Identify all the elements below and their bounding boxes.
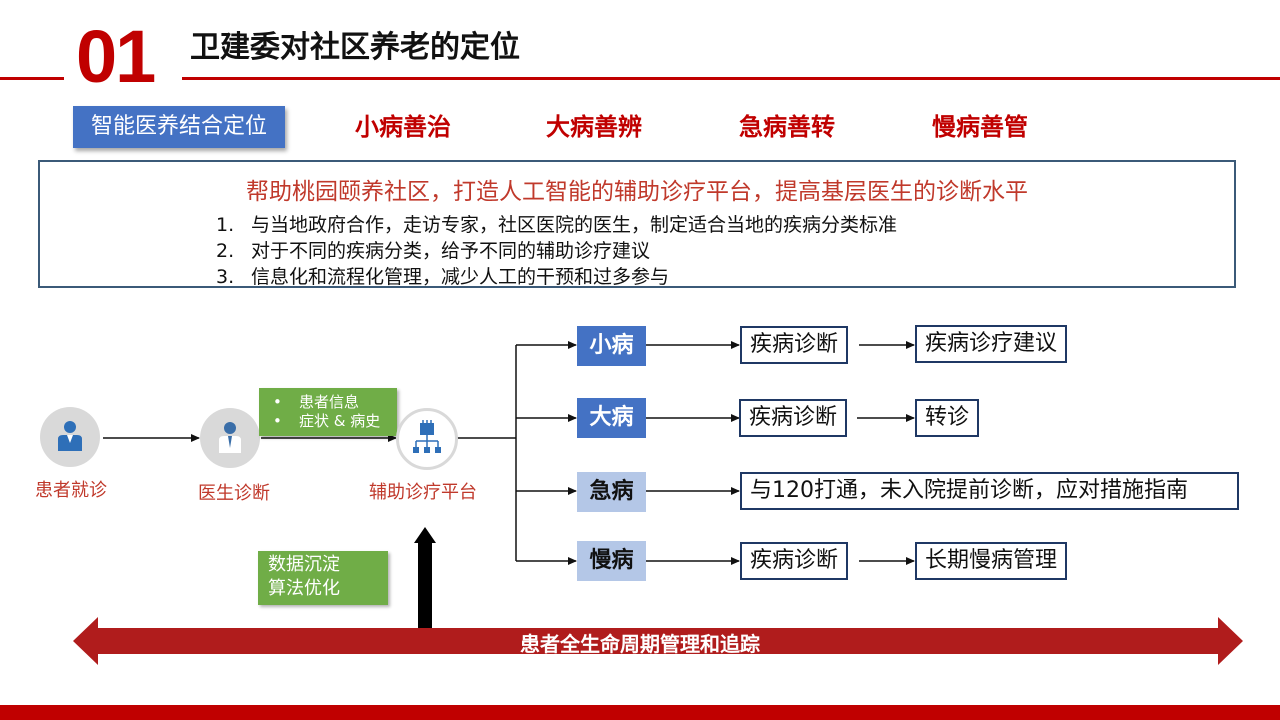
goal-item: 3. 信息化和流程化管理，减少人工的干预和过多参与 (216, 264, 897, 290)
goal-item: 1. 与当地政府合作，走访专家，社区医院的医生，制定适合当地的疾病分类标准 (216, 212, 897, 238)
goal-item-text: 信息化和流程化管理，减少人工的干预和过多参与 (251, 266, 670, 288)
lifecycle-banner-label: 患者全生命周期管理和追踪 (520, 632, 760, 656)
header-line-right (182, 77, 1280, 80)
acute-emergency-box: 与120打通，未入院提前诊断，应对措施指南 (740, 472, 1239, 510)
goal-item-text: 对于不同的疾病分类，给予不同的辅助诊疗建议 (251, 240, 651, 262)
patient-label: 患者就诊 (35, 480, 107, 501)
category-chronic: 慢病善管 (932, 113, 1028, 141)
type-minor-box: 小病 (577, 326, 646, 366)
positioning-label-box: 智能医养结合定位 (73, 106, 285, 148)
platform-label: 辅助诊疗平台 (369, 482, 477, 503)
minor-advice-box: 疾病诊疗建议 (915, 325, 1068, 363)
bullet: • (273, 412, 282, 430)
patient-node (40, 407, 100, 467)
data-optimization-box: 数据沉淀 算法优化 (258, 551, 388, 605)
goal-item: 2. 对于不同的疾病分类，给予不同的辅助诊疗建议 (216, 238, 897, 264)
goal-item-number: 3. (216, 266, 235, 288)
data-box-line: 数据沉淀 (268, 554, 340, 575)
major-diagnosis-box: 疾病诊断 (739, 399, 848, 437)
goal-item-number: 1. (216, 214, 235, 236)
bullet: • (273, 393, 282, 411)
footer-bar (0, 705, 1280, 720)
doctor-node (200, 408, 260, 468)
platform-node (396, 408, 458, 470)
type-major-box: 大病 (577, 398, 646, 438)
category-minor: 小病善治 (355, 113, 451, 141)
page-title: 卫建委对社区养老的定位 (190, 30, 520, 65)
upward-arrow-shaft (418, 540, 432, 632)
info-item-text: 患者信息 (299, 393, 360, 411)
header-line-left (0, 77, 64, 80)
chronic-management-box: 长期慢病管理 (915, 542, 1068, 580)
patient-icon (58, 421, 82, 451)
goal-box: 帮助桃园颐养社区，打造人工智能的辅助诊疗平台，提高基层医生的诊断水平 1. 与当地… (38, 160, 1236, 288)
doctor-icon (219, 422, 241, 453)
data-box-line: 算法优化 (268, 578, 340, 599)
goal-list: 1. 与当地政府合作，走访专家，社区医院的医生，制定适合当地的疾病分类标准 2. 对… (216, 212, 897, 290)
goal-title: 帮助桃园颐养社区，打造人工智能的辅助诊疗平台，提高基层医生的诊断水平 (246, 179, 1028, 205)
chronic-diagnosis-box: 疾病诊断 (740, 542, 849, 580)
goal-item-number: 2. (216, 240, 235, 262)
doctor-label: 医生诊断 (198, 483, 270, 504)
major-referral-box: 转诊 (915, 399, 980, 437)
upward-arrow-head (414, 527, 436, 543)
lifecycle-banner-arrow (73, 617, 1243, 665)
category-acute: 急病善转 (739, 113, 835, 141)
type-chronic-box: 慢病 (577, 541, 646, 581)
chip-network-icon (413, 420, 441, 453)
info-item: • 症状 & 病史 (273, 412, 397, 431)
patient-info-box: • 患者信息 • 症状 & 病史 (259, 388, 397, 436)
section-number: 01 (76, 15, 156, 98)
info-item: • 患者信息 (273, 393, 397, 412)
category-major: 大病善辨 (546, 113, 642, 141)
minor-diagnosis-box: 疾病诊断 (740, 326, 849, 364)
goal-item-text: 与当地政府合作，走访专家，社区医院的医生，制定适合当地的疾病分类标准 (251, 214, 898, 236)
type-acute-box: 急病 (577, 472, 646, 512)
info-item-text: 症状 & 病史 (299, 412, 381, 430)
